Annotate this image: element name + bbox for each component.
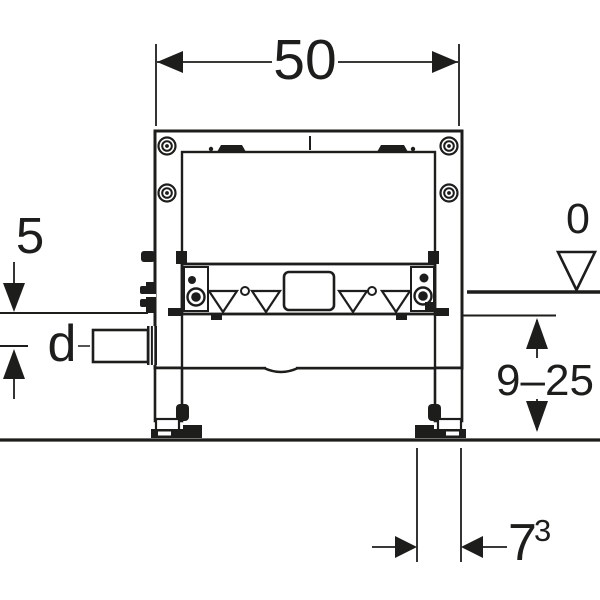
overall-width-label: 50 — [273, 28, 336, 92]
rail-notch-upper-right — [428, 251, 439, 264]
foot-offset-footnote: 3 — [534, 513, 551, 548]
mounting-frame — [153, 129, 464, 423]
foot-slot-left — [158, 431, 171, 436]
dimension-height-range: 9–25 — [496, 318, 594, 432]
bracket-left — [183, 266, 209, 312]
dimension-floor-offset: 5 — [3, 207, 44, 399]
screw-hole-mid-left — [157, 183, 177, 203]
cross-rail — [168, 251, 449, 320]
screw-dot-left — [240, 286, 250, 296]
left-rail-lug-upper — [140, 286, 147, 294]
arrowhead-left-icon — [461, 536, 483, 558]
arrowhead-left-icon — [157, 51, 183, 73]
triangle-marker-1-icon — [206, 289, 240, 314]
foot-anchor-left — [183, 425, 202, 438]
left-rail-plate-slit — [146, 294, 156, 297]
foot-offset-value: 7 — [508, 514, 537, 572]
left-rail-lug-lower — [140, 299, 147, 307]
panel-notch-mask — [266, 365, 296, 371]
left-rail-bump — [141, 251, 155, 262]
left-rail-plate — [146, 282, 156, 313]
pipe-corrugated-cap — [147, 326, 157, 365]
screw-dot-right — [367, 286, 377, 296]
tab-below-left — [211, 314, 222, 320]
zero-level-label: 0 — [566, 195, 590, 243]
rail-notch-upper-left — [176, 251, 187, 264]
level-triangle-icon — [555, 250, 598, 293]
center-access-box — [282, 270, 336, 312]
arrowhead-up-icon — [526, 318, 548, 349]
top-bar-dot-right — [410, 146, 416, 152]
left-rail-fittings — [140, 251, 156, 313]
triangle-marker-3-icon — [336, 289, 370, 314]
bracket-right — [410, 266, 435, 312]
triangle-marker-4-icon — [379, 289, 413, 314]
frame-inner-panel — [180, 150, 437, 370]
panel-bottom-notch — [263, 366, 299, 374]
screw-hole-top-right — [439, 136, 459, 156]
screw-hole-top-left — [157, 136, 177, 156]
dimension-overall-width: 50 — [155, 28, 460, 126]
top-bar-tab-left — [217, 145, 246, 152]
screw-hole-mid-right — [439, 183, 459, 203]
pipe-axis-label: d — [48, 315, 77, 373]
arrowhead-right-icon — [395, 536, 417, 558]
foot-clip-right — [428, 404, 441, 421]
foot-anchor-right — [415, 425, 434, 438]
drain-pipe: d — [48, 315, 157, 373]
arrowhead-up-icon — [3, 349, 25, 379]
arrowhead-down-icon — [3, 283, 25, 312]
triangle-marker-2-icon — [249, 289, 283, 314]
floor-offset-label: 5 — [16, 207, 44, 264]
top-bar-tab-right — [377, 145, 408, 152]
foot-clip-left — [176, 404, 189, 421]
arrowhead-down-icon — [526, 401, 548, 432]
arrowhead-right-icon — [432, 51, 458, 73]
tab-below-right — [396, 314, 407, 320]
pipe-body — [91, 328, 150, 364]
left-foot — [151, 404, 202, 438]
rail-step-right — [434, 308, 449, 316]
zero-level-symbol: 0 — [555, 195, 598, 293]
top-bar-dot-left — [208, 146, 214, 152]
height-range-label: 9–25 — [496, 356, 594, 405]
foot-slot-right — [446, 431, 459, 436]
dimension-foot-offset: 7 3 — [372, 448, 551, 572]
right-foot — [415, 404, 466, 438]
rail-step-left — [168, 308, 183, 316]
